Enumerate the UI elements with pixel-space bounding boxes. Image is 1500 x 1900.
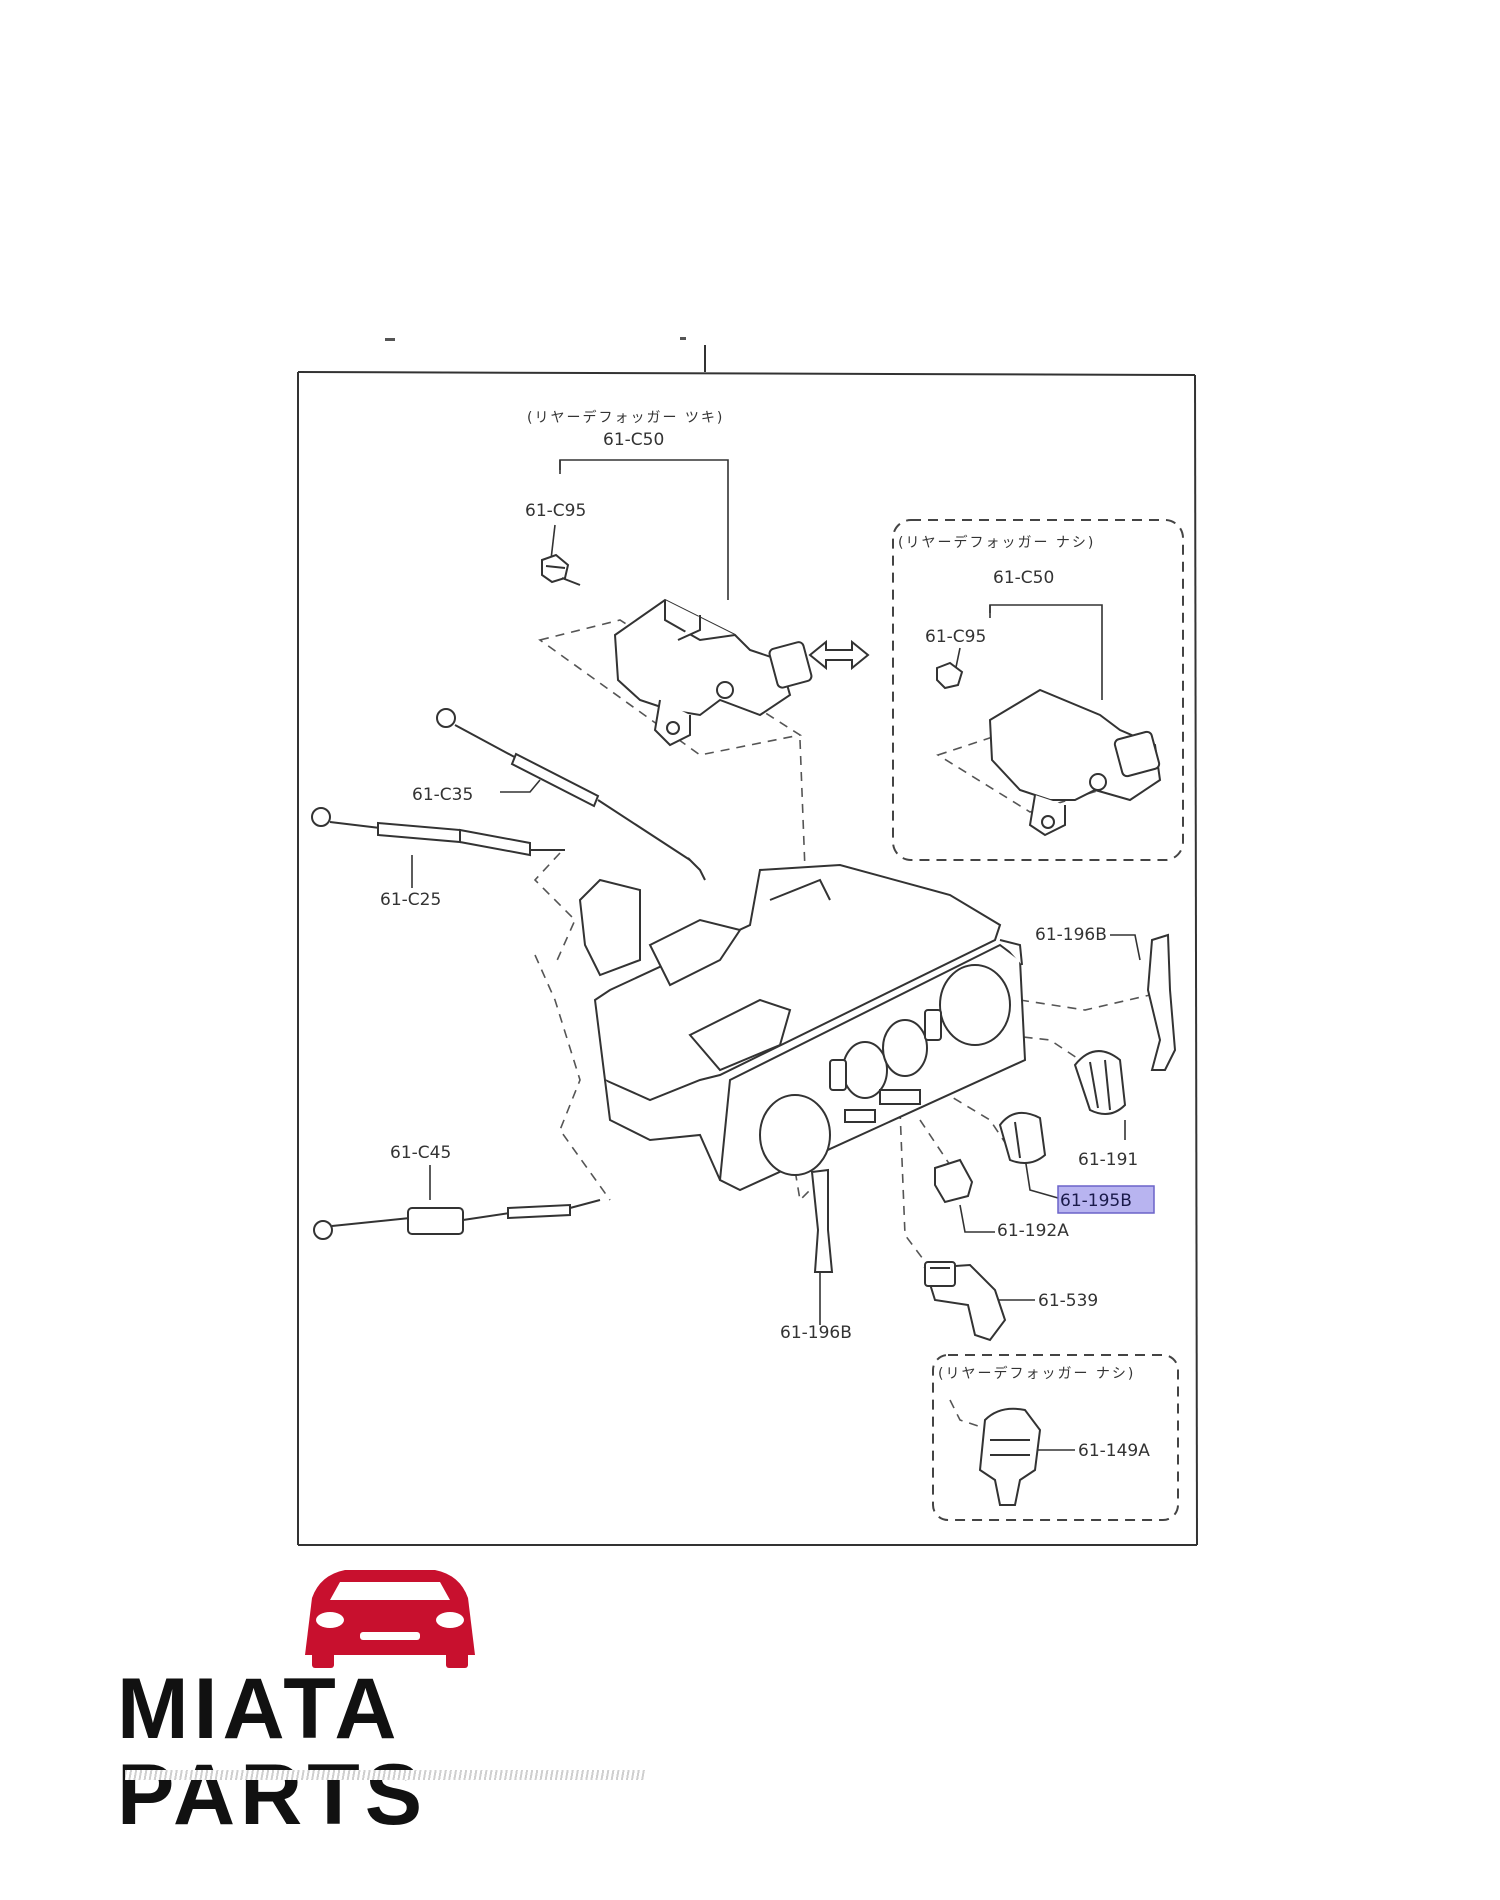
- note-without-defogger: (リヤーデフォッガー ナシ): [898, 534, 1095, 551]
- diagram-frame: [297, 345, 1198, 1546]
- heater-control-unit: [578, 863, 1027, 1192]
- no-defogger-knob-box: [932, 1354, 1179, 1521]
- cable-61-c35: [436, 708, 706, 881]
- label-61-c45: 61-C45: [390, 1143, 451, 1163]
- switch-assembly-no-defogger: [988, 688, 1162, 837]
- knob-61-195b: [998, 1111, 1047, 1165]
- lamp-61-539: [923, 1261, 1007, 1342]
- label-61-c95: 61-C95: [525, 501, 586, 521]
- brand-underline: [125, 1770, 645, 1780]
- label-61-195b: 61-195B: [1060, 1191, 1132, 1211]
- label-61-c25: 61-C25: [380, 890, 441, 910]
- label-61-539: 61-539: [1038, 1291, 1098, 1311]
- label-61-c35: 61-C35: [412, 785, 473, 805]
- strip-61-196b-bottom: [810, 1168, 834, 1273]
- note-without-defogger-2: (リヤーデフォッガー ナシ): [938, 1365, 1135, 1382]
- label-61-196b-right: 61-196B: [1035, 925, 1107, 945]
- no-defogger-group-box: [892, 519, 1184, 861]
- brand-name: MIATA PARTS: [117, 1661, 428, 1843]
- highlight-61-195b: [1057, 1185, 1155, 1214]
- label-61-c95-alt: 61-C95: [925, 627, 986, 647]
- knob-61-192a: [934, 1158, 974, 1204]
- label-61-196b-bottom: 61-196B: [780, 1323, 852, 1343]
- note-with-defogger: (リヤーデフォッガー ツキ): [527, 409, 724, 426]
- label-61-191: 61-191: [1078, 1150, 1138, 1170]
- label-61-c50: 61-C50: [603, 430, 664, 450]
- car-front-icon: [305, 1570, 475, 1668]
- label-61-192a: 61-192A: [997, 1221, 1069, 1241]
- screw-part: [541, 553, 581, 586]
- defogger-switch-assembly: [613, 598, 813, 747]
- knob-61-149a: [978, 1407, 1042, 1506]
- cable-61-c25: [311, 807, 565, 857]
- double-arrow-icon: [808, 639, 870, 671]
- label-61-c50-alt: 61-C50: [993, 568, 1054, 588]
- knob-61-191: [1073, 1050, 1127, 1115]
- strip-61-196b-right: [1146, 933, 1177, 1071]
- cable-61-c45: [313, 1199, 601, 1240]
- label-61-149a: 61-149A: [1078, 1441, 1150, 1461]
- screw-part-alt: [936, 661, 964, 690]
